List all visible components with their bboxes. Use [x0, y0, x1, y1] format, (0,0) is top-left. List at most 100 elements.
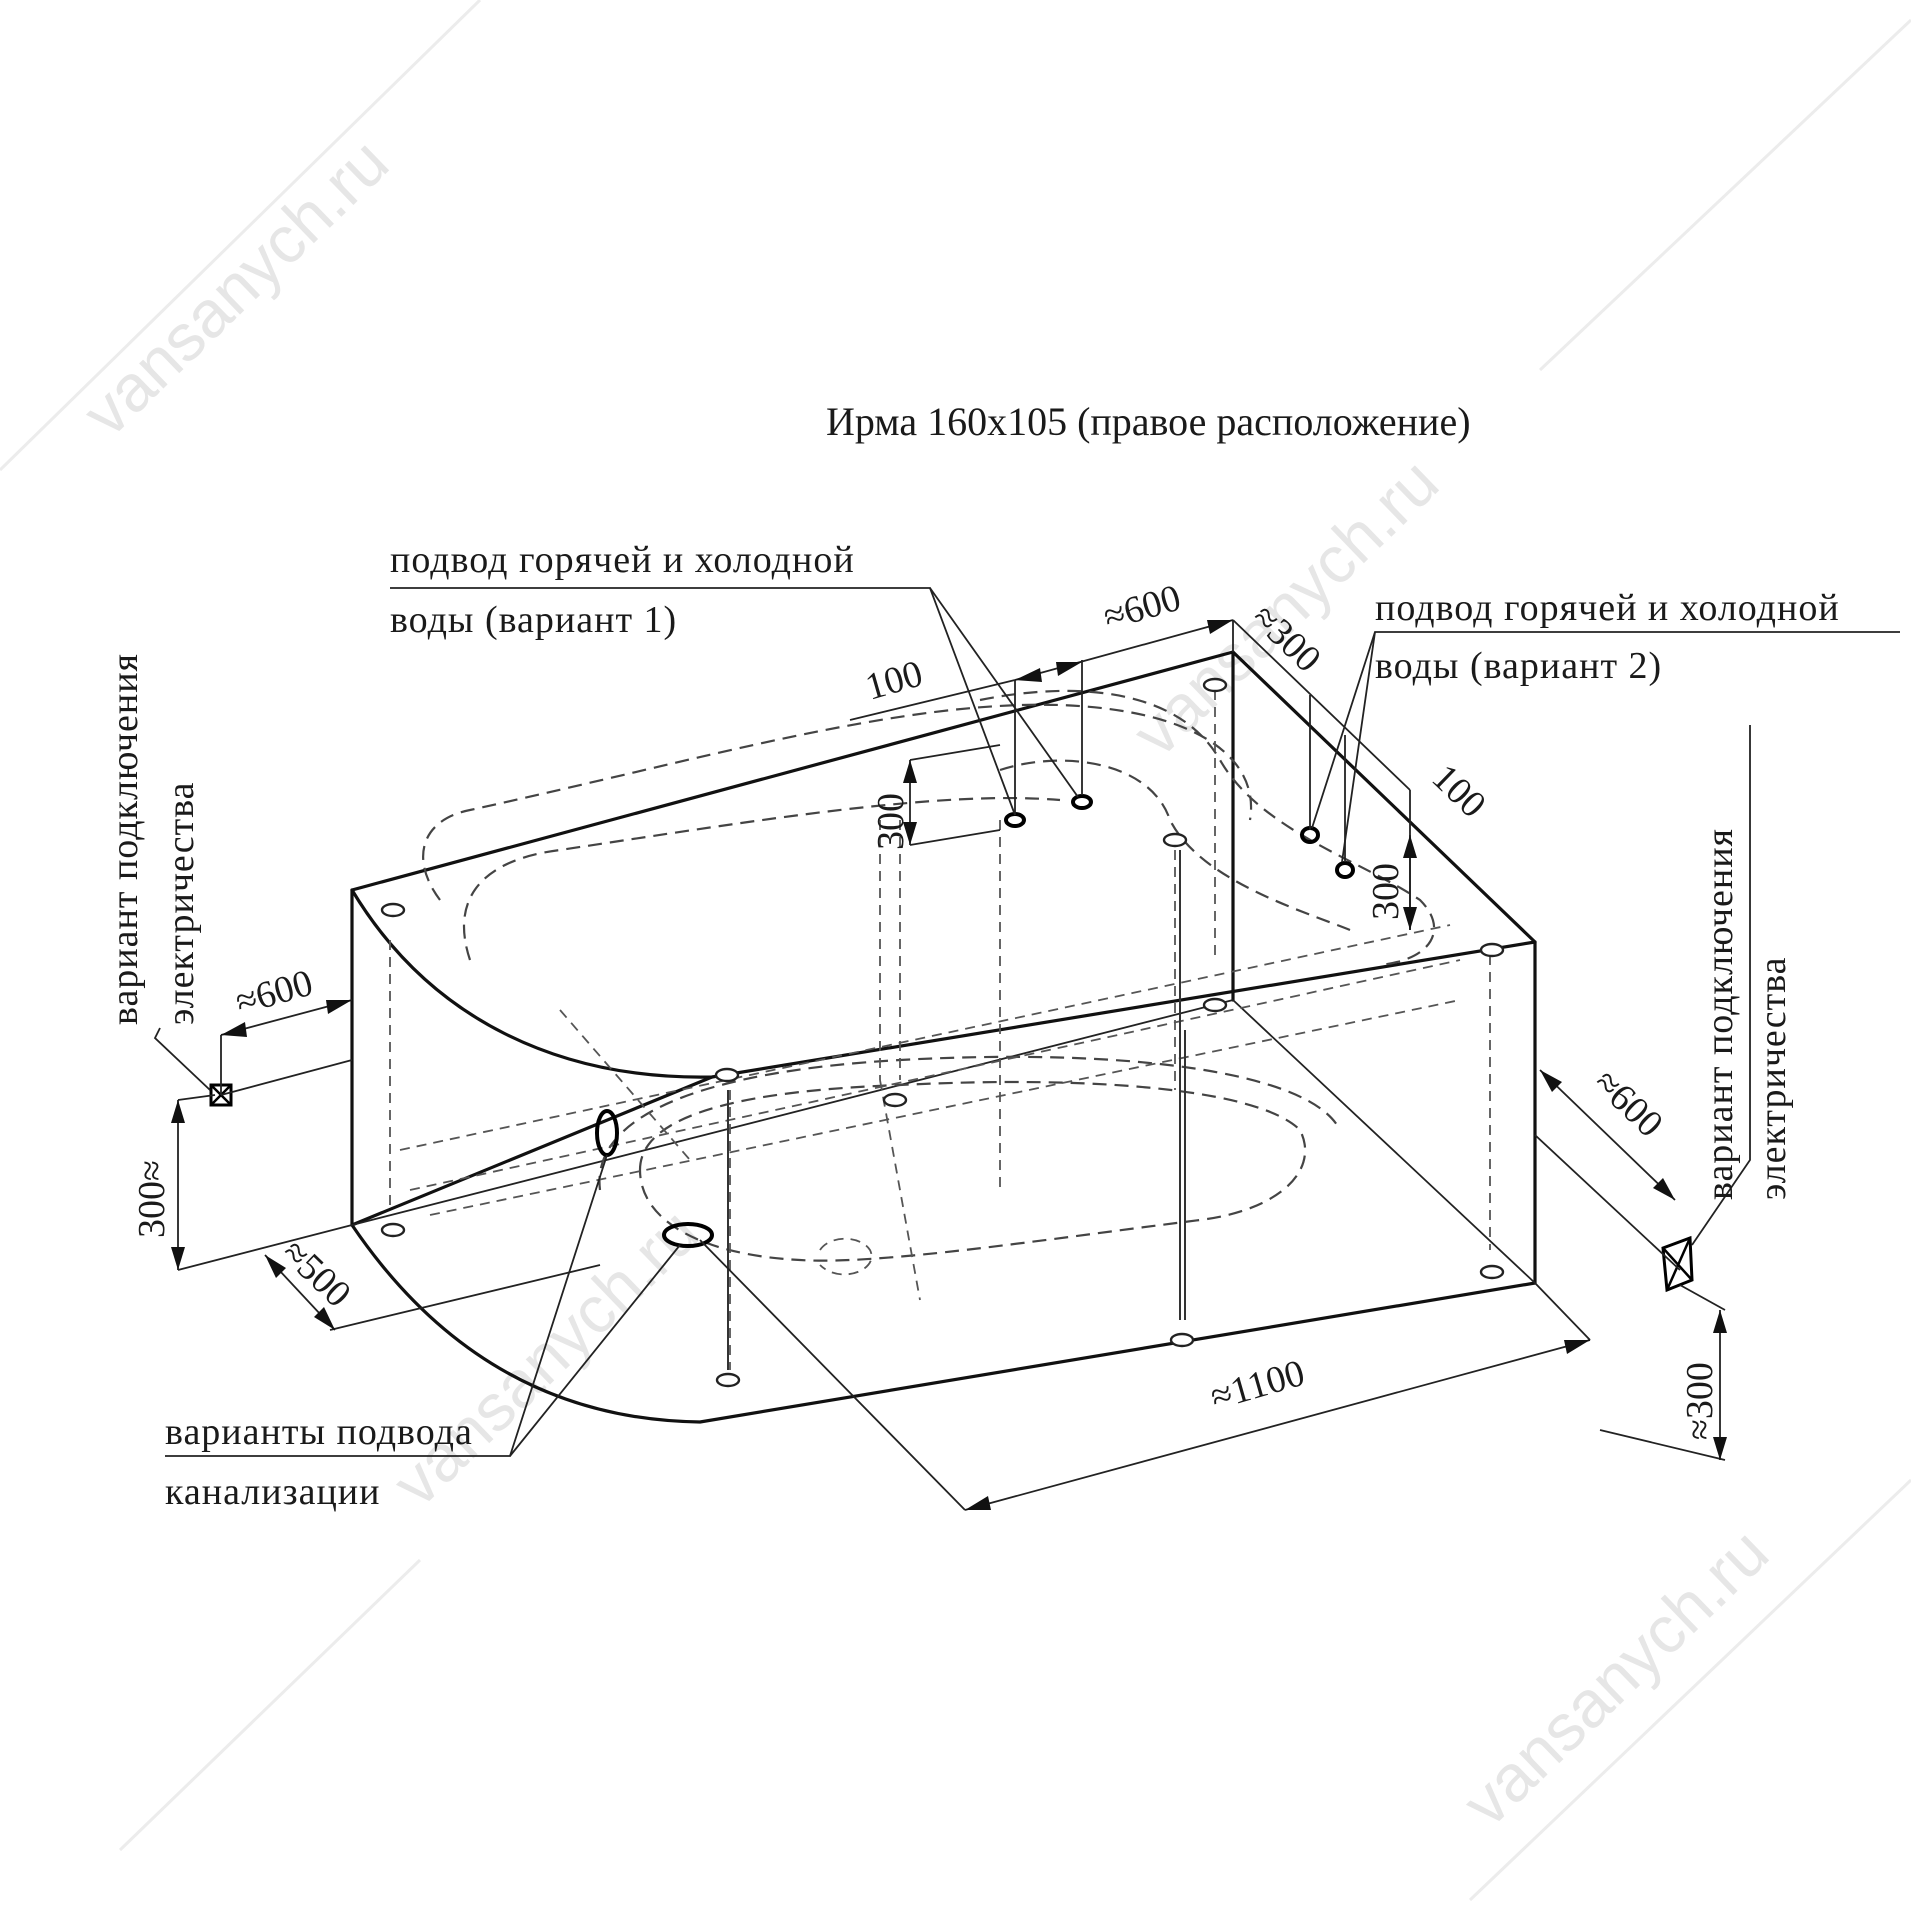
frame-rail: [399, 924, 1451, 1151]
note-elec-left-line1: вариант подключения: [104, 653, 146, 1025]
leg-foot: [715, 1372, 741, 1388]
bowl-bottom-contour: [638, 1080, 1307, 1262]
watermark-text: vansanych.ru: [1448, 1514, 1782, 1840]
electric-box-right: [1661, 1235, 1694, 1293]
leg-foot: [1479, 1264, 1505, 1280]
arrow: [903, 822, 917, 845]
diagram-title: Ирма 160х105 (правое расположение): [826, 399, 1471, 444]
arrow: [1403, 835, 1417, 858]
bathtub-body: [350, 650, 1537, 1424]
frame-rail: [429, 999, 1461, 1216]
bathtub-legs: [380, 677, 1505, 1388]
front-apron-bottom: [350, 1223, 1537, 1424]
leg-foot: [380, 1222, 406, 1238]
leader-drain: [509, 1244, 681, 1457]
note-water-v1-line2: воды (вариант 1): [390, 599, 677, 641]
leg-foot: [1169, 1332, 1195, 1348]
leg-foot: [380, 902, 406, 918]
arrow: [1564, 1340, 1590, 1354]
dim-extension: [909, 829, 1001, 846]
leg-foot: [714, 1067, 740, 1083]
water-inlet-v2-cold: [1335, 861, 1355, 879]
watermark-stripe: [1468, 1478, 1911, 1902]
arrow: [903, 760, 917, 783]
dim-bottom-1100-line: [964, 1339, 1591, 1511]
panel-diagonal: [350, 1075, 714, 1227]
arrow: [326, 1000, 352, 1014]
leader-water-v1: [929, 587, 1079, 798]
arrow: [1056, 662, 1082, 676]
leader-water-v2: [1341, 631, 1376, 863]
watermark-stripe: [1538, 18, 1911, 372]
leader-lines: [153, 587, 1900, 1457]
leg-foot: [1202, 677, 1228, 693]
dim-extension: [1679, 1284, 1726, 1311]
dim-extension: [909, 744, 1001, 761]
dim-extension: [177, 1224, 353, 1271]
drain-hole: [819, 1237, 873, 1276]
water-inlet-v1-cold: [1071, 794, 1093, 810]
note-elec-right-line2: электричества: [1752, 956, 1794, 1200]
back-bottom-edge: [1232, 999, 1536, 1284]
dim-bottom-1100: ≈1100: [1206, 1352, 1309, 1419]
note-water-v1-line1: подвод горячей и холодной: [390, 539, 855, 581]
back-bottom-diagonal: [351, 999, 1234, 1226]
drain-option-bottom: [662, 1222, 714, 1248]
note-water-v2-line1: подвод горячей и холодной: [1375, 587, 1840, 629]
dimension-lines: [177, 619, 1726, 1511]
dim-top-600-line: [1014, 619, 1234, 681]
dim-extension: [220, 1059, 353, 1096]
dim-left-500: ≈500: [274, 1231, 359, 1315]
dim-inner-300-right: 300: [1365, 863, 1407, 920]
dim-right-600-line: [1539, 1069, 1676, 1201]
bowl-contour: [462, 796, 1061, 961]
frame-brace: [559, 1009, 691, 1161]
dim-extension: [329, 1264, 601, 1331]
dim-top-100: 100: [861, 653, 927, 709]
drain-option-side: [595, 1109, 619, 1157]
arrow: [314, 1307, 335, 1330]
watermark-text: vansanych.ru: [68, 124, 402, 450]
dim-extension: [1534, 1134, 1681, 1271]
arrow: [171, 1247, 185, 1270]
note-drain-line2: канализации: [165, 1471, 380, 1513]
arrow: [1540, 1070, 1562, 1092]
dim-inner-300-left: 300: [870, 793, 912, 850]
arrowheads: [171, 620, 1727, 1510]
dim-extension: [1534, 1282, 1591, 1341]
dim-top-100-ext: [849, 679, 1016, 721]
leg-foot: [1479, 942, 1505, 958]
dim-top-600: ≈600: [1099, 577, 1185, 639]
leader-elec-left: [153, 1027, 211, 1091]
arrow: [1713, 1310, 1727, 1333]
arrow: [965, 1496, 991, 1510]
dim-extension: [699, 1239, 966, 1511]
dim-right-line: [1232, 619, 1411, 791]
watermark-text: vansanych.ru: [378, 1194, 712, 1520]
dim-right-100: 100: [1424, 756, 1494, 826]
arrow: [1653, 1178, 1675, 1200]
arrow: [1207, 620, 1233, 634]
dim-extension: [1599, 1429, 1726, 1461]
watermark-stripe: [0, 0, 482, 472]
arrow: [1713, 1437, 1727, 1460]
dim-right-600: ≈600: [1586, 1061, 1671, 1145]
leg-foot: [1202, 997, 1228, 1013]
leg-foot: [1162, 832, 1188, 848]
water-inlet-v1-hot: [1004, 812, 1026, 828]
note-water-v2-line2: воды (вариант 2): [1375, 645, 1662, 687]
arrow: [221, 1022, 247, 1037]
dim-left-600: ≈600: [231, 962, 317, 1024]
leader-elec-right: [1691, 725, 1751, 1246]
bowl-contour: [422, 703, 1253, 901]
frame-post: [879, 1079, 921, 1301]
note-elec-right-line1: вариант подключения: [1699, 828, 1741, 1200]
note-drain-line1: варианты подвода: [165, 1411, 473, 1453]
connection-points: [209, 794, 1694, 1293]
arrow: [171, 1100, 185, 1123]
arrow: [1015, 668, 1042, 682]
arrow: [265, 1255, 286, 1278]
frame-rail: [409, 959, 1461, 1191]
